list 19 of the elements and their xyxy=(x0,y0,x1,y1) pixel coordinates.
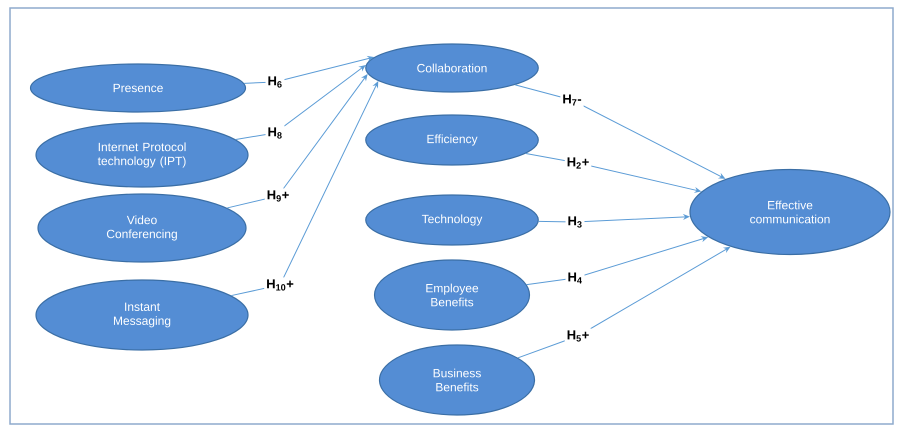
ellipse-node: Presence xyxy=(30,63,246,113)
edge-label: H$_{5}$+ xyxy=(564,328,592,344)
ellipse-node: Effective communication xyxy=(689,168,891,256)
edge-label: H$_{10}$+ xyxy=(264,277,296,293)
ellipse-node: Video Conferencing xyxy=(37,193,247,263)
edge-label: H$_{6}$ xyxy=(266,74,284,90)
ellipse-node: Efficiency xyxy=(365,114,539,166)
edge-label: H$_{4}$ xyxy=(566,270,584,286)
edge-label: H$_{3}$ xyxy=(566,214,584,230)
ellipse-node: Instant Messaging xyxy=(35,279,249,351)
edge-label: H$_{2}$+ xyxy=(564,155,592,171)
ellipse-node: Collaboration xyxy=(365,43,539,93)
ellipse-node: Business Benefits xyxy=(378,344,536,416)
edge-label: H$_{8}$ xyxy=(266,125,284,141)
ellipse-node: Internet Protocol technology (IPT) xyxy=(35,122,249,188)
ellipse-node: Employee Benefits xyxy=(374,259,530,331)
edge-label: H$_{7}$- xyxy=(560,92,584,108)
ellipse-node: Technology xyxy=(365,194,539,246)
edge-label: H$_{9}$+ xyxy=(264,188,292,204)
